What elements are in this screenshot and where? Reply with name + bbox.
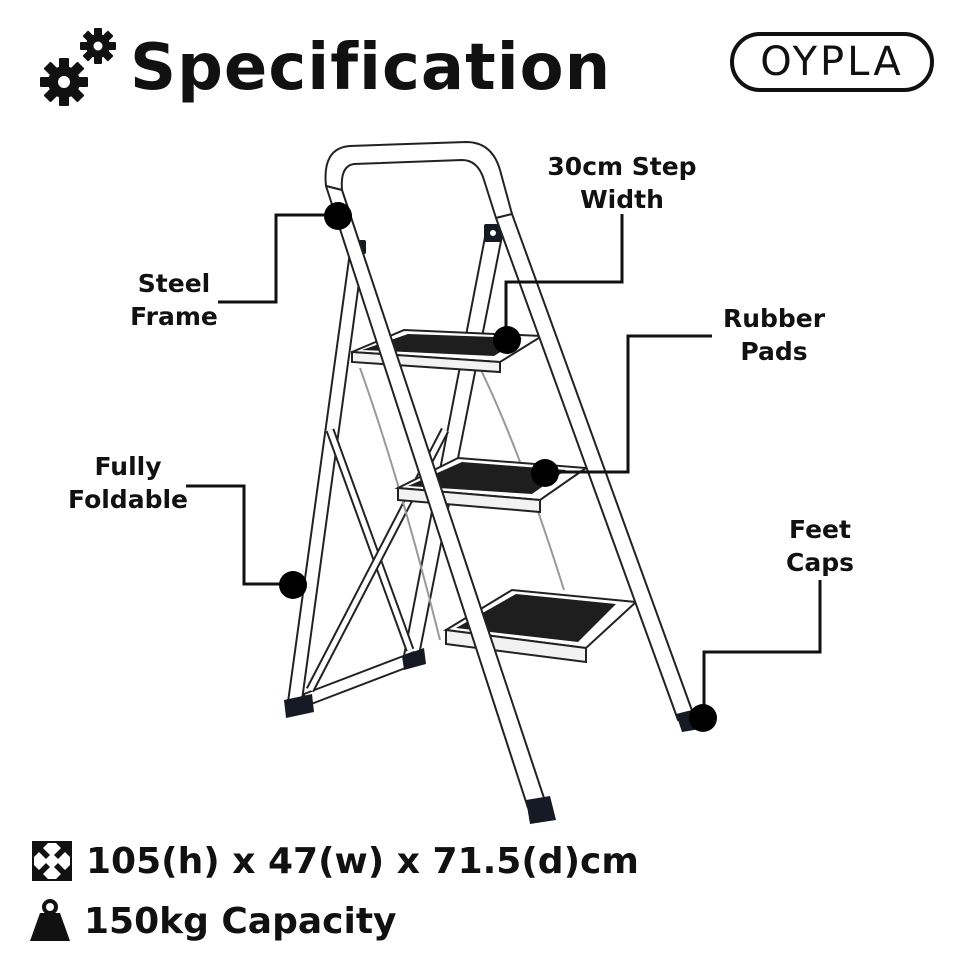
- callout-fully-foldable-line2: Foldable: [68, 485, 188, 514]
- spec-capacity-text: 150kg Capacity: [84, 900, 397, 942]
- callout-rubber-pads-line2: Pads: [740, 337, 808, 366]
- front-frame: [324, 141, 695, 809]
- callout-step-width: 30cm Step Width: [540, 150, 704, 216]
- callout-rubber-pads: Rubber Pads: [714, 302, 834, 368]
- callout-feet-caps-line2: Caps: [786, 548, 854, 577]
- callout-step-width-line2: Width: [580, 185, 664, 214]
- spec-dimensions-text: 105(h) x 47(w) x 71.5(d)cm: [86, 840, 639, 882]
- callout-dots: [279, 202, 717, 732]
- weight-icon: [30, 899, 70, 941]
- page-title: Specification: [130, 31, 612, 105]
- spec-capacity: 150kg Capacity: [28, 898, 397, 944]
- callout-rubber-pads-line1: Rubber: [722, 304, 826, 333]
- spec-dimensions: 105(h) x 47(w) x 71.5(d)cm: [30, 838, 639, 884]
- front-caps: [526, 708, 706, 824]
- callout-fully-foldable: Fully Foldable: [60, 450, 196, 516]
- callout-fully-foldable-line1: Fully: [94, 452, 162, 481]
- brand-logo-text: OYPLA: [760, 39, 904, 85]
- brand-logo: OYPLA: [730, 32, 934, 92]
- callout-feet-caps: Feet Caps: [776, 513, 864, 579]
- callout-step-width-line1: 30cm Step: [547, 152, 697, 181]
- callout-feet-caps-line1: Feet: [789, 515, 851, 544]
- expand-arrows-icon: [32, 841, 72, 881]
- callout-lines: [186, 213, 822, 718]
- callout-steel-frame-line1: Steel: [137, 269, 211, 298]
- gears-icon: [40, 28, 116, 106]
- callout-steel-frame-line2: Frame: [130, 302, 218, 331]
- callout-steel-frame: Steel Frame: [112, 267, 236, 333]
